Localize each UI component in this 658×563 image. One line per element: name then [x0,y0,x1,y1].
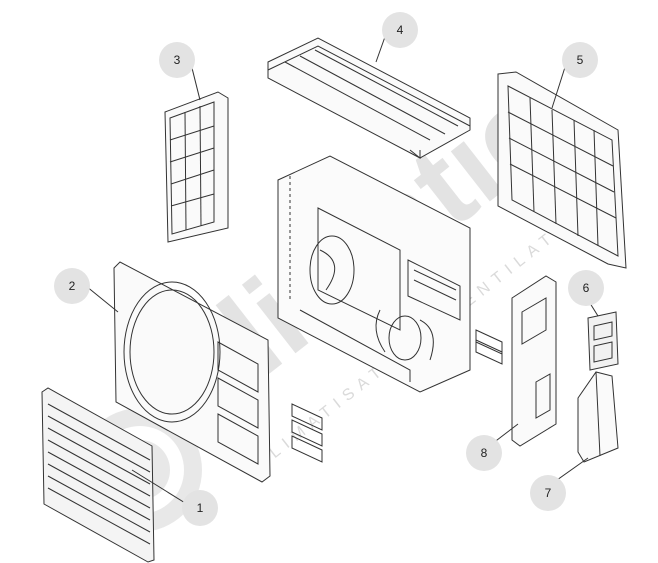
compressor-icon [388,315,422,361]
callout-7-label: 7 [545,486,552,500]
part-handle [587,311,619,371]
callout-4: 4 [382,12,418,48]
callout-8-label: 8 [481,446,488,460]
part-top-cover [267,37,471,160]
part-vent-plates [291,329,503,463]
part-front-grille [41,387,155,563]
callout-7: 7 [530,475,566,511]
callout-8: 8 [466,435,502,471]
callout-1-label: 1 [197,501,204,515]
part-chassis-unit [277,155,471,393]
part-side-grille-left [164,91,229,243]
part-service-panel [511,275,557,447]
callout-5-label: 5 [577,53,584,67]
callout-3: 3 [159,42,195,78]
part-valve-cover [577,371,619,463]
callout-1: 1 [182,490,218,526]
callout-3-label: 3 [174,53,181,67]
callout-2-label: 2 [69,279,76,293]
callout-2: 2 [54,268,90,304]
fan-blade-icon [309,235,355,305]
callout-6-label: 6 [583,281,590,295]
part-front-panel [113,261,271,483]
callout-5: 5 [562,42,598,78]
callout-6: 6 [568,270,604,306]
part-rear-grille [497,71,627,269]
callout-4-label: 4 [397,23,404,37]
